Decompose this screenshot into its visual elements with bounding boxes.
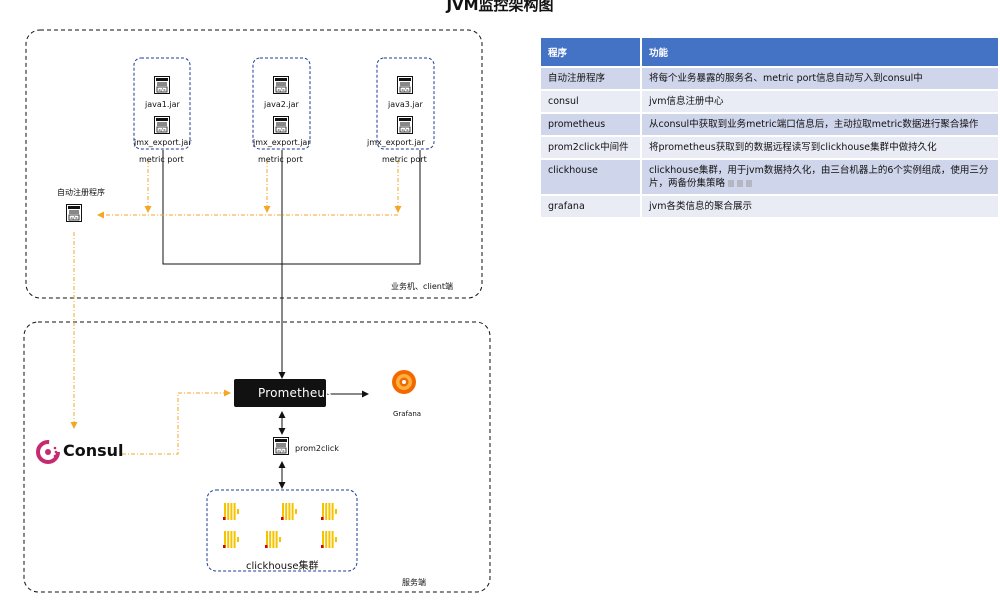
table-cell-name: prometheus [541,112,642,136]
table-header-program: 程序 [541,38,642,67]
svg-text:</>: </> [277,127,285,132]
svg-text:</>: </> [277,448,285,453]
clickhouse-label: clickhouse集群 [246,561,319,572]
consul-icon [36,440,60,464]
svg-text:</>: </> [401,87,409,92]
server-zone-label: 服务端 [402,578,426,587]
prometheus-label: Prometheus [258,386,332,400]
file-code-icon: </> [397,116,413,134]
svg-text:</>: </> [158,127,166,132]
file-code-icon: </> [397,76,413,94]
table-row: 自动注册程序 将每个业务暴露的服务名、metric port信息自动写入到con… [541,66,1000,90]
table-row: clickhouse clickhouse集群，用于jvm数据持久化，由三台机器… [541,158,1000,195]
clickhouse-icon [281,503,297,520]
table-cell-desc: jvm各类信息的聚合展示 [641,194,1000,217]
clickhouse-icon [321,531,337,548]
metric-port-label: metric port [139,155,184,164]
grafana-label: Grafana [393,410,422,418]
clickhouse-cluster-box [206,489,358,572]
table-row: prom2click中间件 将prometheus获取到的数据远程读写到clic… [541,135,1000,159]
file-code-icon: </> [154,76,170,94]
file-code-icon: </> [154,116,170,134]
file-code-icon: </> [273,116,289,134]
consul-label: Consul [63,441,124,460]
exporter-label: jmx_export.jar [367,138,425,147]
app-jar-label: java2.jar [264,100,299,109]
prom2click-label: prom2click [295,444,339,453]
table-header-function: 功能 [641,38,1000,67]
table-cell-desc-text: clickhouse集群，用于jvm数据持久化，由三台机器上的6个实例组成，使用… [649,165,989,189]
app-jar-label: java3.jar [388,100,423,109]
file-code-icon: </> [66,204,82,222]
metric-port-label: metric port [382,155,427,164]
svg-text:</>: </> [401,127,409,132]
client-zone-label: 业务机、client端 [391,282,453,291]
app-box-1 [133,57,191,150]
table-row: consul jvm信息注册中心 [541,89,1000,113]
function-table: 程序 功能 自动注册程序 将每个业务暴露的服务名、metric port信息自动… [541,38,1000,217]
table-cell-name: prom2click中间件 [541,135,642,159]
exporter-label: jmx_export.jar [253,138,311,147]
app-box-2 [252,57,311,150]
clickhouse-icon [265,531,281,548]
clickhouse-icon [321,503,337,520]
redacted-block [746,180,753,187]
server-zone-border [23,321,491,593]
auto-register-label: 自动注册程序 [57,188,105,197]
table-cell-name: grafana [541,194,642,217]
table-cell-name: 自动注册程序 [541,66,642,90]
grafana-icon [392,370,416,394]
app-jar-label: java1.jar [145,100,180,109]
table-cell-name: consul [541,89,642,113]
metric-port-label: metric port [258,155,303,164]
svg-text:</>: </> [277,87,285,92]
table-row: grafana jvm各类信息的聚合展示 [541,194,1000,217]
table-row: prometheus 从consul中获取到业务metric端口信息后，主动拉取… [541,112,1000,136]
redacted-block [737,180,744,187]
table-cell-desc: 将prometheus获取到的数据远程读写到clickhouse集群中做持久化 [641,135,1000,159]
exporter-label: jmx_export.jar [134,138,192,147]
table-cell-name: clickhouse [541,158,642,195]
redacted-block [728,180,735,187]
table-cell-desc: jvm信息注册中心 [641,89,1000,113]
table-cell-desc: 将每个业务暴露的服务名、metric port信息自动写入到consul中 [641,66,1000,90]
app-box-3 [376,57,435,150]
svg-text:</>: </> [158,87,166,92]
table-cell-desc: 从consul中获取到业务metric端口信息后，主动拉取metric数据进行聚… [641,112,1000,136]
page-title: JVM监控架构图 [446,0,554,14]
svg-text:</>: </> [70,215,78,220]
clickhouse-icon [223,531,239,548]
prometheus-node [234,379,326,407]
table-cell-desc: clickhouse集群，用于jvm数据持久化，由三台机器上的6个实例组成，使用… [641,158,1000,195]
file-code-icon: </> [273,437,289,455]
client-zone-border [25,29,483,299]
clickhouse-icon [223,503,239,520]
file-code-icon: </> [273,76,289,94]
